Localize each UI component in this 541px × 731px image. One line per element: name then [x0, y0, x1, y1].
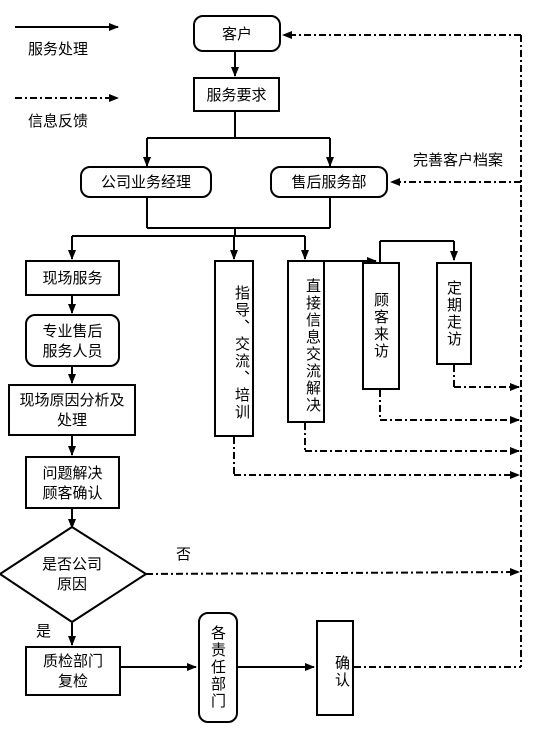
node-direct: 直接信息交流解决 — [287, 260, 325, 423]
node-guide: 指导、交流、培训 — [214, 260, 254, 437]
label-no: 否 — [176, 545, 192, 563]
node-service-request: 服务要求 — [193, 77, 280, 112]
node-onsite-analysis: 现场原因分析及 处理 — [8, 384, 136, 436]
legend-feedback-label: 信息反馈 — [28, 112, 89, 130]
node-regular-visit: 定期走访 — [436, 262, 472, 365]
node-onsite-service: 现场服务 — [25, 260, 120, 296]
label-yes: 是 — [36, 622, 52, 640]
node-departments: 各责任部门 — [198, 612, 238, 723]
node-confirm: 确认 — [316, 620, 354, 716]
node-after-sales: 售后服务部 — [270, 166, 388, 198]
node-customer-visit: 顾客来访 — [362, 262, 400, 390]
node-qc-recheck: 质检部门 复检 — [25, 646, 121, 696]
node-customer: 客户 — [193, 15, 281, 52]
legend-service-label: 服务处理 — [28, 40, 89, 58]
node-confirm-solved: 问题解决 顾客确认 — [25, 456, 120, 509]
node-decision: 是否公司 原因 — [41, 555, 102, 593]
node-service-staff: 专业售后 服务人员 — [25, 314, 120, 367]
label-improve-archive: 完善客户档案 — [413, 151, 504, 169]
node-business-manager: 公司业务经理 — [80, 166, 212, 198]
